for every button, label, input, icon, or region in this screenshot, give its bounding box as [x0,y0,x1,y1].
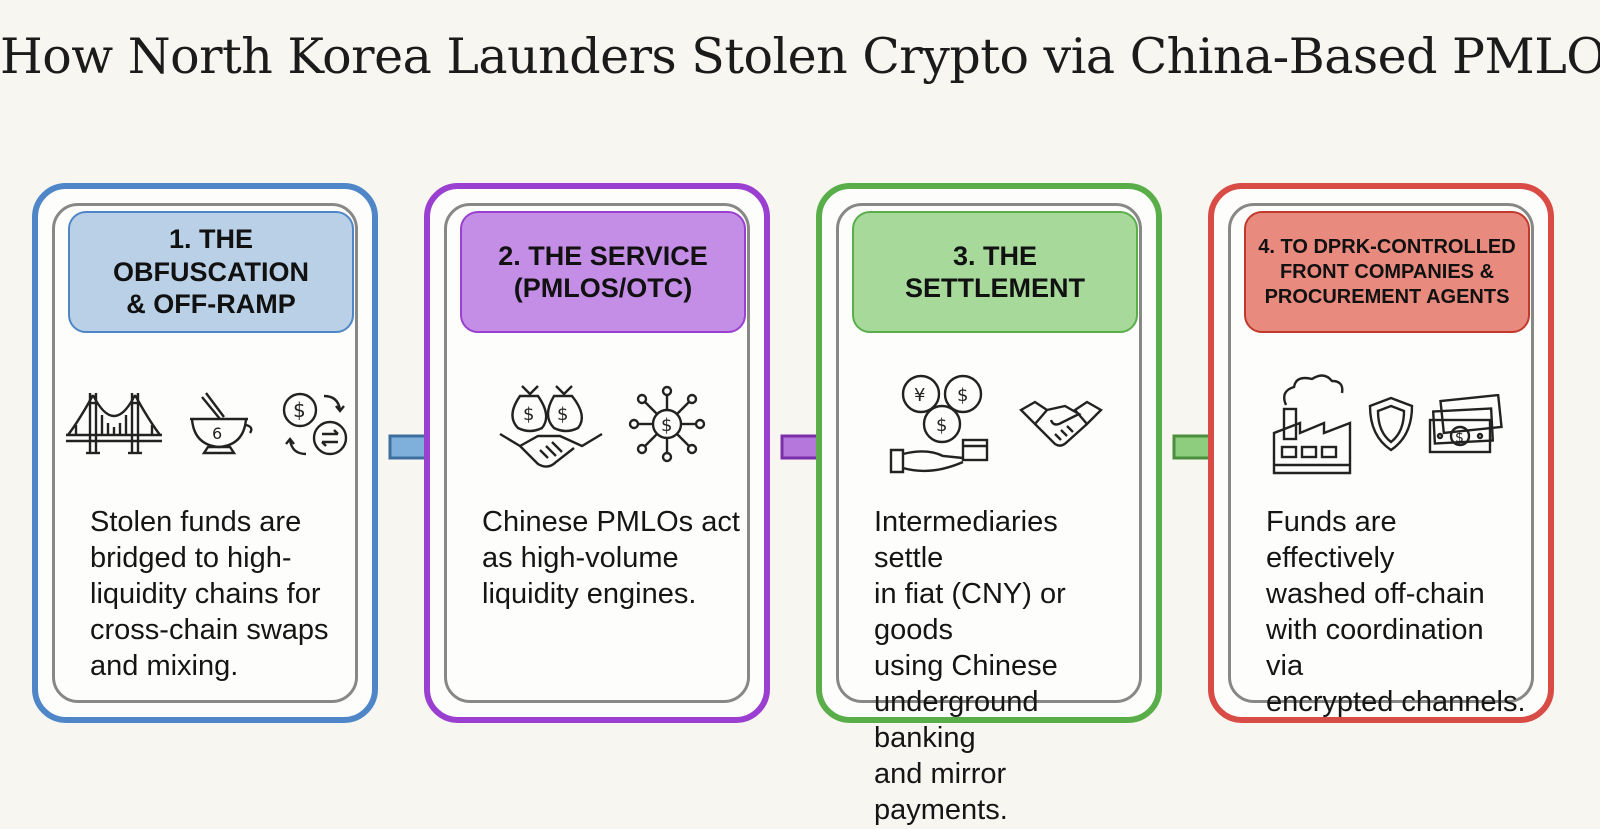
step-description-1: Stolen funds are bridged to high- liquid… [90,506,329,682]
svg-text:$: $ [557,404,568,425]
svg-text:$: $ [523,404,534,425]
step-description-2: Chinese PMLOs act as high-volume liquidi… [482,506,740,610]
step-header-4: 4. TO DPRK-CONTROLLED FRONT COMPANIES & … [1244,211,1530,333]
step-icons-2: $ $ $ [450,369,756,479]
step-icons-4: $ [1234,369,1540,479]
banknote-icon: $ [1428,394,1503,454]
step-header-label-4: 4. TO DPRK-CONTROLLED FRONT COMPANIES & … [1258,235,1516,308]
coins-hand-icon: ¥ $ $ [889,374,989,474]
step-panel-3: 3. THE SETTLEMENT ¥ $ $ Intermediaries s… [816,183,1162,826]
dollar-network-icon: $ [628,385,706,463]
svg-text:$: $ [936,415,947,436]
bridge-icon [66,393,162,455]
handshake-icon [1019,400,1103,447]
step-header-2: 2. THE SERVICE (PMLOs/OTC) [460,211,746,333]
step-header-label-1: 1. THE OBFUSCATION & OFF-RAMP [113,224,309,320]
step-panel-4: 4. TO DPRK-CONTROLLED FRONT COMPANIES & … [1208,183,1554,723]
shield-icon [1368,396,1414,452]
step-icons-1: 6 $ [58,369,364,479]
svg-text:$: $ [661,415,672,436]
step-header-1: 1. THE OBFUSCATION & OFF-RAMP [68,211,354,333]
step-header-label-2: 2. THE SERVICE (PMLOs/OTC) [498,240,708,303]
mixer-bowl-icon: 6 [190,392,253,455]
svg-text:$: $ [957,385,968,406]
svg-text:6: 6 [212,424,222,443]
currency-swap-icon: $ [282,392,348,456]
svg-text:$: $ [293,398,306,422]
step-description-4: Funds are effectively washed off-chain w… [1266,506,1526,718]
handshake-money-bags-icon: $ $ [499,385,603,468]
factory-icon [1272,374,1352,475]
step-panel-2: 2. THE SERVICE (PMLOs/OTC) $ $ $ Chinese… [424,183,770,723]
step-header-label-3: 3. THE SETTLEMENT [905,240,1085,303]
step-description-3: Intermediaries settle in fiat (CNY) or g… [874,506,1066,826]
step-header-3: 3. THE SETTLEMENT [852,211,1138,333]
svg-text:$: $ [1455,430,1464,446]
diagram-title: How North Korea Launders Stolen Crypto v… [0,28,1600,85]
step-icons-3: ¥ $ $ [842,369,1148,479]
step-panel-1: 1. THE OBFUSCATION & OFF-RAMP 6 $ [32,183,378,723]
svg-text:¥: ¥ [914,385,925,406]
